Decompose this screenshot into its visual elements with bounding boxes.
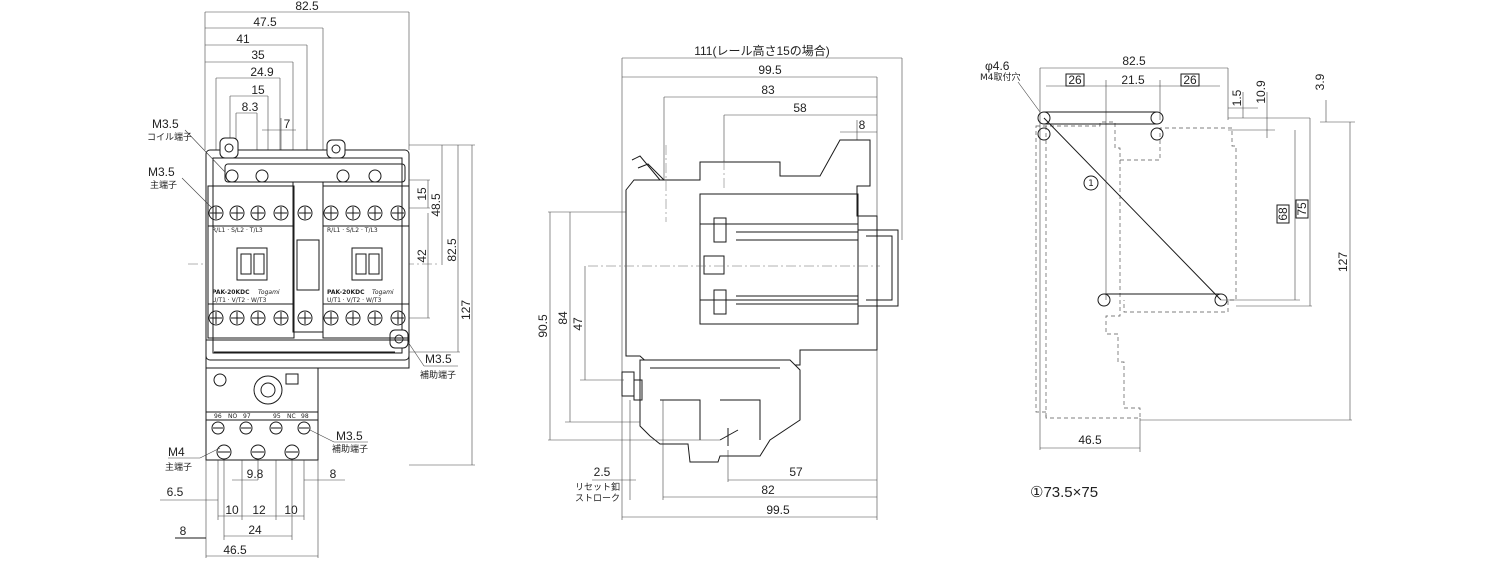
dim-mount-3-9: 3.9 bbox=[1313, 73, 1327, 90]
brand-label-left: Togami bbox=[258, 289, 280, 296]
dim-side-90-5: 90.5 bbox=[536, 314, 550, 338]
callout-aux-terminal-sub: 補助端子 bbox=[420, 369, 456, 381]
dim-bottom-24: 24 bbox=[248, 523, 262, 537]
callout-relay-main: M4 bbox=[168, 445, 185, 459]
dim-side-82: 82 bbox=[761, 483, 775, 497]
dim-bottom-8: 8 bbox=[330, 467, 337, 481]
dim-width-82-5: 82.5 bbox=[295, 0, 319, 13]
callout-relay-aux-sub: 補助端子 bbox=[332, 443, 368, 455]
callout-relay-main-sub: 主端子 bbox=[165, 461, 192, 473]
side-view: 111(レール高さ15の場合) 99.5 83 58 8 90.5 84 47 … bbox=[536, 43, 903, 520]
dim-bottom-46-5: 46.5 bbox=[223, 543, 247, 557]
dim-side-99-5-bottom: 99.5 bbox=[766, 503, 790, 517]
callout-coil-terminal: M3.5 bbox=[152, 117, 179, 131]
dim-bottom-10b: 10 bbox=[284, 503, 298, 517]
hole-sub-label: M4取付穴 bbox=[980, 71, 1021, 83]
dim-mount-75: 75 bbox=[1295, 202, 1309, 216]
relay-terminal-95: 95 bbox=[273, 413, 281, 420]
callout-relay-aux: M3.5 bbox=[336, 429, 363, 443]
dim-height-82-5: 82.5 bbox=[445, 238, 459, 262]
dim-bottom-8b: 8 bbox=[180, 524, 187, 538]
callout-coil-terminal-sub: コイル端子 bbox=[147, 131, 192, 143]
callout-main-terminal: M3.5 bbox=[148, 165, 175, 179]
dim-width-41: 41 bbox=[236, 32, 250, 46]
reset-stroke-line2: ストローク bbox=[575, 493, 620, 504]
dim-side-57: 57 bbox=[789, 465, 803, 479]
dim-width-7: 7 bbox=[284, 117, 291, 131]
brand-label-right: Togami bbox=[372, 289, 394, 296]
dim-mount-21-5: 21.5 bbox=[1121, 73, 1145, 87]
dim-height-48-5: 48.5 bbox=[429, 193, 443, 217]
dim-side-99-5-top: 99.5 bbox=[758, 63, 782, 77]
dim-side-8: 8 bbox=[859, 118, 866, 132]
bottom-row-label-right: U/T1 · V/T2 · W/T3 bbox=[327, 297, 382, 304]
dim-mount-26b: 26 bbox=[1183, 73, 1197, 87]
dim-width-8-3: 8.3 bbox=[242, 100, 259, 114]
relay-terminal-98: 98 bbox=[301, 413, 309, 420]
dim-width-15: 15 bbox=[251, 83, 265, 97]
relay-terminal-96: 96 bbox=[214, 413, 222, 420]
model-label-left: PAK-20KDC bbox=[212, 289, 250, 296]
dim-bottom-10a: 10 bbox=[225, 503, 239, 517]
dim-height-42: 42 bbox=[415, 249, 429, 263]
relay-terminal-97: 97 bbox=[243, 413, 251, 420]
dim-mount-46-5: 46.5 bbox=[1078, 433, 1102, 447]
dim-side-84: 84 bbox=[556, 311, 570, 325]
callout-aux-terminal: M3.5 bbox=[425, 352, 452, 366]
dim-width-24-9: 24.9 bbox=[250, 65, 274, 79]
dim-height-127: 127 bbox=[459, 300, 473, 320]
relay-terminal-nc: NC bbox=[287, 413, 296, 420]
top-row-label-right: R/L1 · S/L2 · T/L3 bbox=[327, 227, 378, 234]
dim-mount-68: 68 bbox=[1276, 207, 1290, 221]
top-row-label-left: R/L1 · S/L2 · T/L3 bbox=[212, 227, 263, 234]
dim-side-58: 58 bbox=[793, 101, 807, 115]
model-label-right: PAK-20KDC bbox=[327, 289, 365, 296]
dim-width-47-5: 47.5 bbox=[253, 15, 277, 29]
dim-mount-1-5: 1.5 bbox=[1230, 89, 1244, 106]
callout-main-terminal-sub: 主端子 bbox=[150, 179, 177, 191]
dim-height-15: 15 bbox=[415, 187, 429, 201]
dim-mount-26a: 26 bbox=[1068, 73, 1082, 87]
dim-mount-10-9: 10.9 bbox=[1254, 80, 1268, 104]
bottom-row-label-left: U/T1 · V/T2 · W/T3 bbox=[212, 297, 267, 304]
dim-side-111: 111(レール高さ15の場合) bbox=[694, 43, 830, 58]
relay-terminal-no: NO bbox=[228, 413, 237, 420]
circle-number-marker: 1 bbox=[1088, 179, 1094, 189]
diagonal-note: ①73.5×75 bbox=[1030, 484, 1098, 501]
dim-side-47: 47 bbox=[571, 317, 585, 331]
hole-diameter: φ4.6 bbox=[985, 59, 1010, 73]
dim-width-35: 35 bbox=[251, 48, 265, 62]
dim-bottom-6-5: 6.5 bbox=[167, 485, 184, 499]
dim-side-2-5: 2.5 bbox=[594, 465, 611, 479]
front-view: 82.5 47.5 41 35 24.9 15 8.3 7 bbox=[147, 0, 475, 558]
dim-side-83: 83 bbox=[761, 83, 775, 97]
dim-bottom-9-8: 9.8 bbox=[247, 467, 264, 481]
mount-view: 82.5 26 21.5 26 φ4.6 M4取付穴 1 1.5 10.9 3.… bbox=[980, 54, 1355, 501]
dim-mount-82-5: 82.5 bbox=[1122, 54, 1146, 68]
dim-bottom-12: 12 bbox=[252, 503, 266, 517]
dim-mount-127: 127 bbox=[1336, 252, 1350, 272]
reset-stroke-line1: リセット釦 bbox=[575, 481, 620, 493]
